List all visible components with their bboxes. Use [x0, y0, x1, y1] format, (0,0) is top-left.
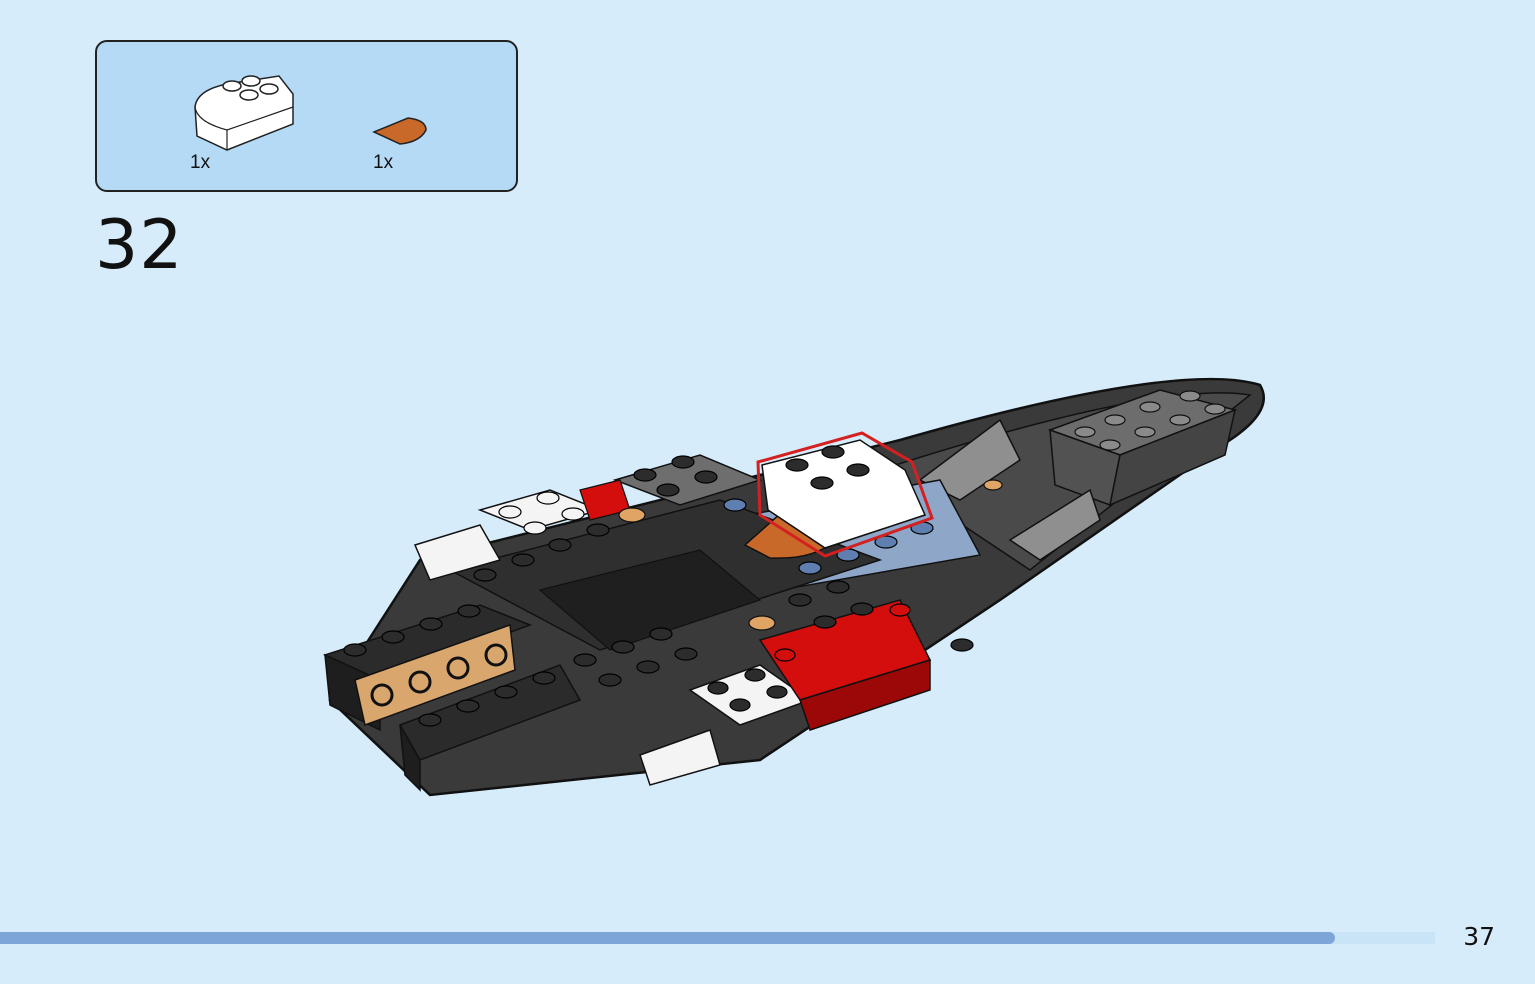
part-quantity: 1x: [373, 152, 394, 173]
page-number: 37: [1463, 922, 1495, 951]
white-curved-brick-icon: [187, 62, 297, 152]
orange-round-tile-icon: [370, 110, 430, 150]
page-progress-bar: [0, 932, 1435, 944]
page-progress-fill: [0, 932, 1335, 944]
parts-list-callout: 1x 1x: [95, 40, 518, 192]
model-illustration: [310, 360, 1280, 815]
step-number: 32: [95, 206, 184, 285]
part-quantity: 1x: [190, 152, 211, 173]
